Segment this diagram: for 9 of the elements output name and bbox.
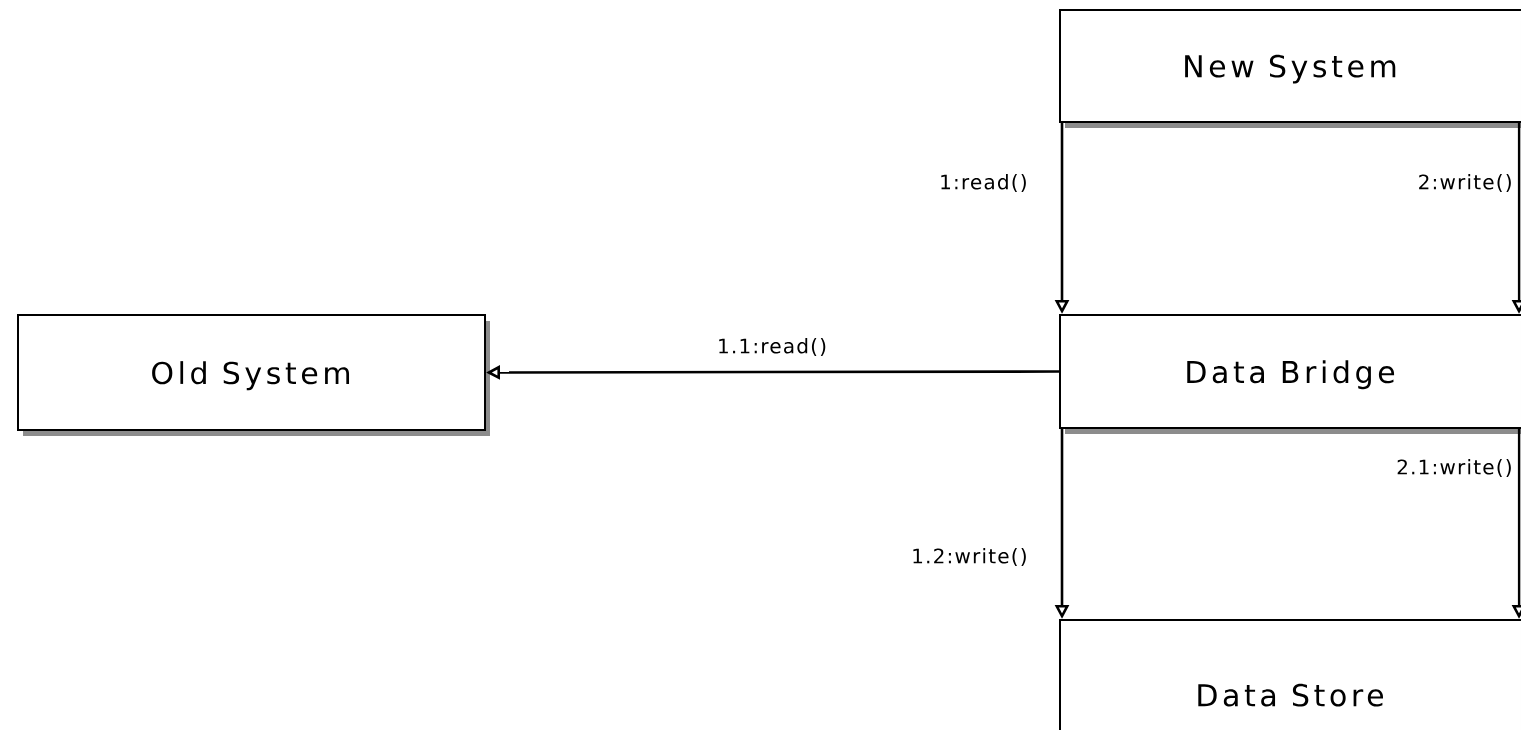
object-box: Data Store <box>1059 619 1521 730</box>
edge-label: 2.1:write() <box>1394 457 1515 479</box>
edge-label: 1.1:read() <box>715 336 829 358</box>
edge-label: 2:write() <box>1415 172 1515 194</box>
edge-label: 1.2:write() <box>909 546 1030 568</box>
object-box: New System <box>1059 9 1521 128</box>
object-box: Data Bridge <box>1059 314 1521 434</box>
edge-label: 1:read() <box>937 172 1030 194</box>
object-box: Old System <box>17 314 490 436</box>
